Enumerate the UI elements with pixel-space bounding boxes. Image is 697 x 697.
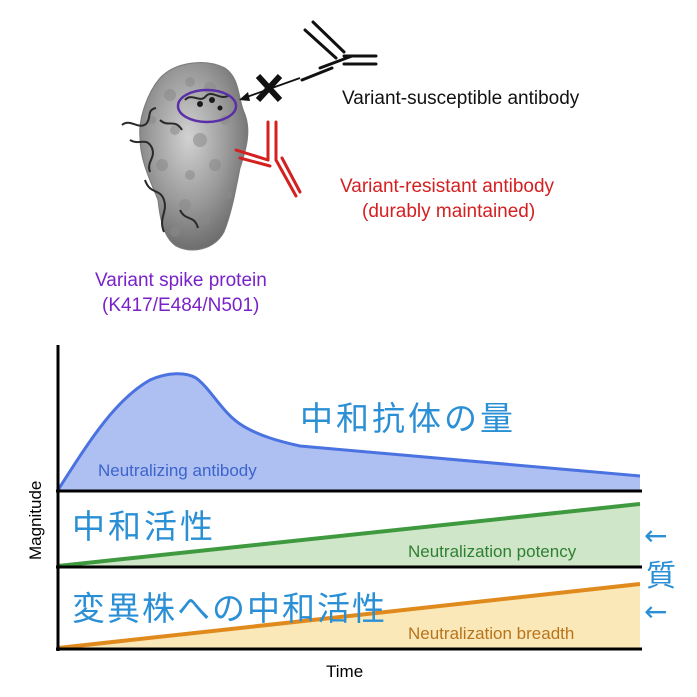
breadth-label: Neutralization breadth xyxy=(408,624,574,643)
protein-texture xyxy=(148,77,232,237)
potency-arrow: ← xyxy=(644,519,667,552)
breadth-line xyxy=(57,582,641,650)
resistant-antibody-icon xyxy=(234,120,302,198)
neutralizing-antibody-label: Neutralizing antibody xyxy=(98,461,257,480)
resistant-antibody-label-line2: (durably maintained) xyxy=(362,201,535,222)
quality-jp-label: 質 xyxy=(646,559,676,594)
spike-label-line2: (K417/E484/N501) xyxy=(102,295,259,316)
spike-protein-illustration xyxy=(121,62,249,251)
potency-jp-label: 中和活性 xyxy=(72,507,216,546)
breadth-arrow: ← xyxy=(644,595,667,628)
resistant-antibody-label-line1: Variant-resistant antibody xyxy=(340,176,555,197)
magnitude-chart: 中和抗体の量 Neutralizing antibody 中和活性 Neutra… xyxy=(26,345,676,681)
neutralizing-antibody-curve xyxy=(56,372,641,491)
susceptible-arrowhead xyxy=(239,92,250,101)
susceptible-antibody-icon xyxy=(300,20,378,82)
potency-label: Neutralization potency xyxy=(408,542,577,561)
quantity-jp-label: 中和抗体の量 xyxy=(300,399,516,438)
binding-site-residues xyxy=(197,97,223,111)
protein-ribbons xyxy=(121,93,229,233)
spike-label-line1: Variant spike protein xyxy=(95,270,267,291)
x-axis-label: Time xyxy=(326,662,363,681)
neutralizing-antibody-area xyxy=(58,373,640,490)
block-x-icon xyxy=(255,73,283,103)
susceptible-antibody-label: Variant-susceptible antibody xyxy=(342,88,580,109)
y-axis-label: Magnitude xyxy=(26,481,45,560)
breadth-jp-label: 変異株への中和活性 xyxy=(72,589,387,628)
binding-site-circle xyxy=(176,88,238,124)
potency-line xyxy=(57,502,641,568)
